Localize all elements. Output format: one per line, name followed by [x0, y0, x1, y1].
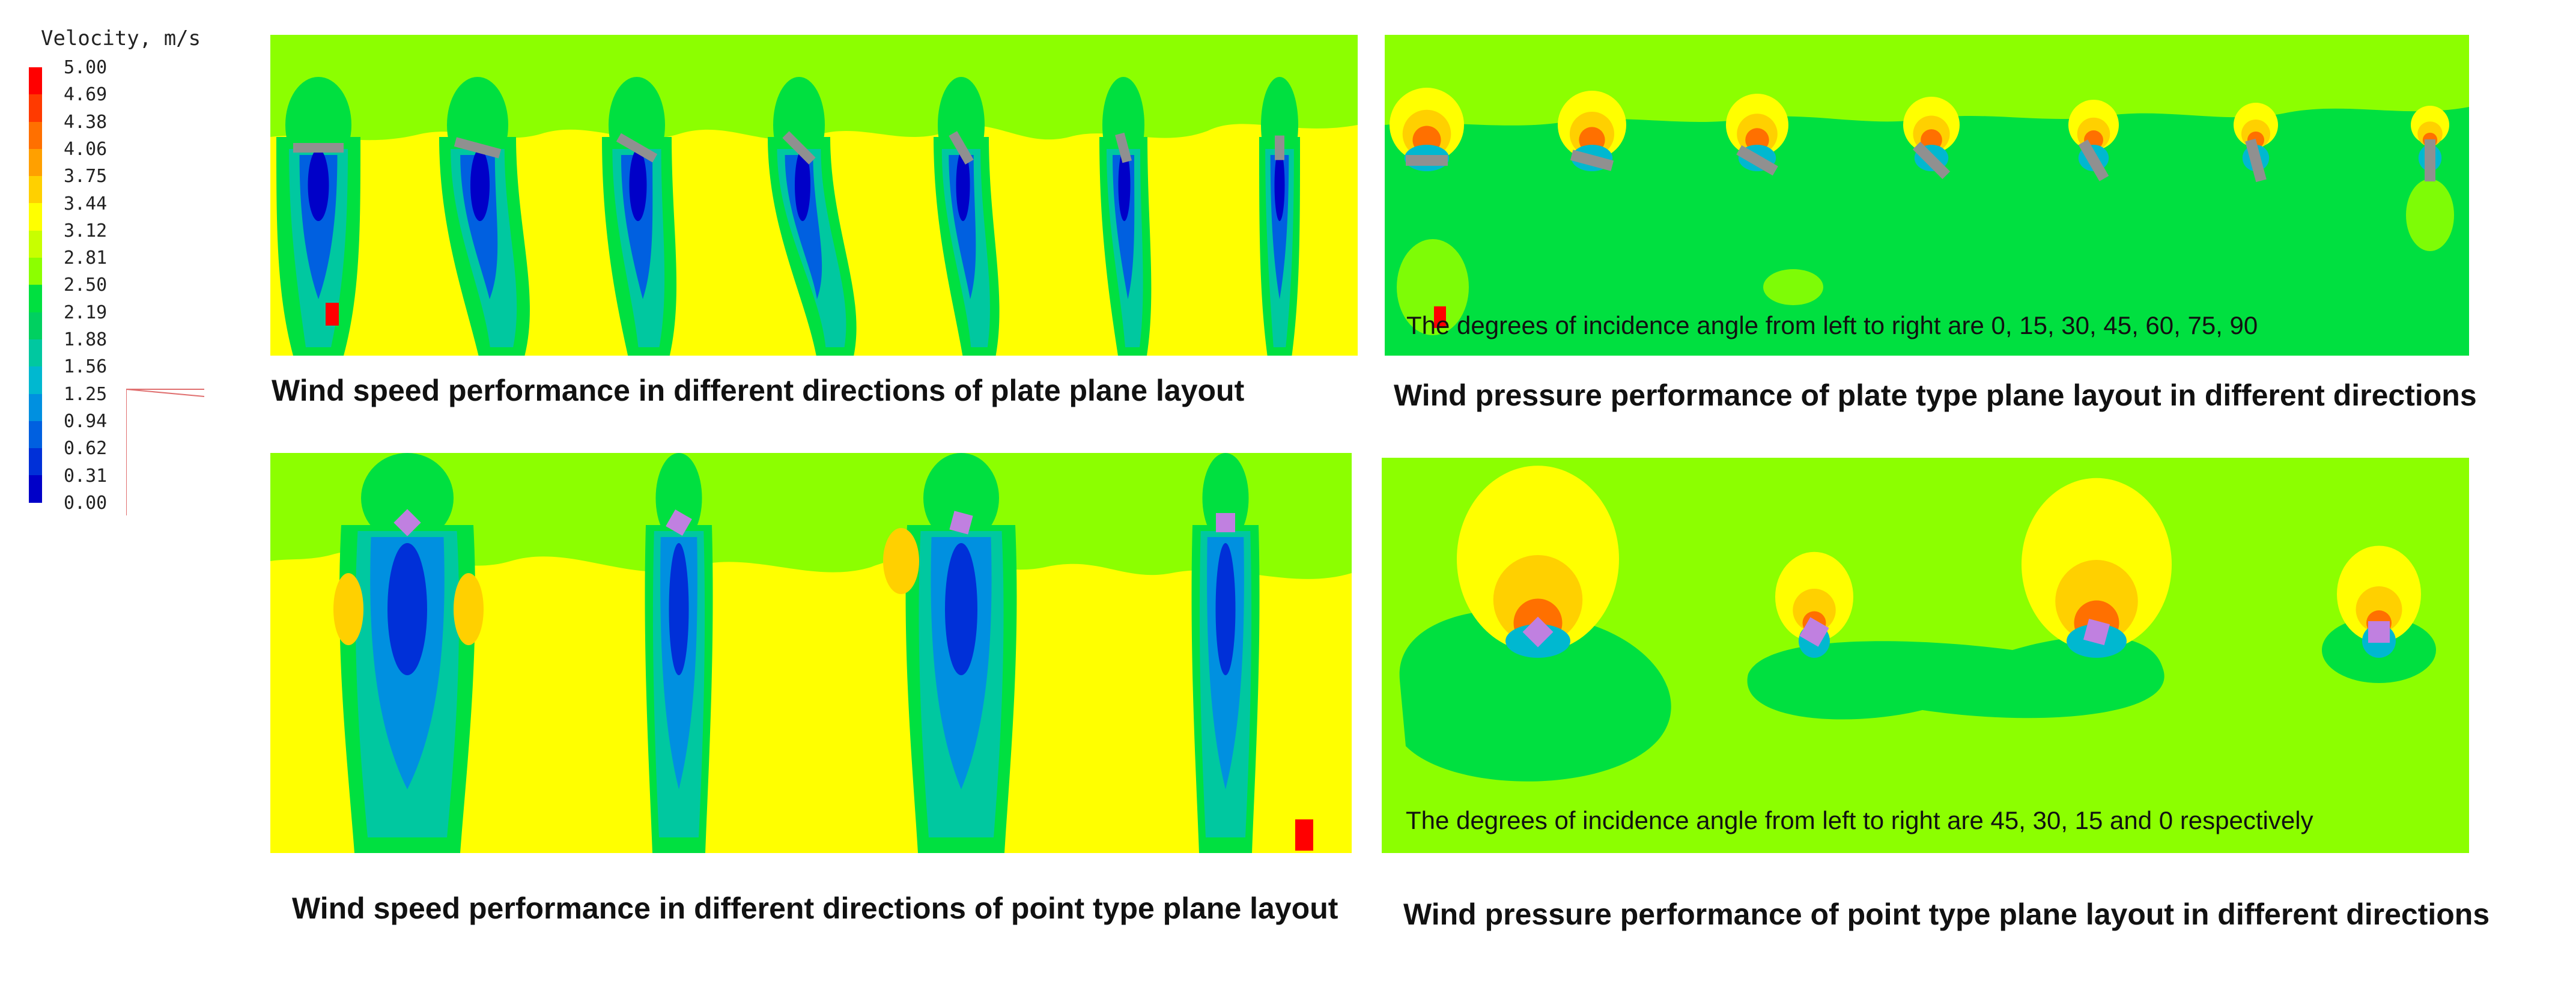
caption-plate-pressure: Wind pressure performance of plate type …: [1394, 378, 2477, 412]
plate-pressure-spot: [1390, 88, 1464, 171]
point-wake: [905, 453, 1017, 853]
plate-pressure-spot: [2411, 106, 2449, 181]
plate-pressure-spot: [1903, 97, 1960, 180]
plate-pressure-spot: [2068, 100, 2119, 181]
legend-tick-label: 0.94: [64, 410, 108, 432]
legend-tick-label: 0.62: [64, 438, 108, 460]
legend-tick-label: 1.88: [64, 329, 108, 350]
legend-tick-label: 4.69: [64, 84, 108, 106]
marker: [1434, 306, 1446, 328]
marker: [326, 303, 339, 326]
legend-swatch: [29, 67, 42, 95]
legend-swatch: [29, 176, 42, 204]
legend-tick-label: 0.00: [64, 492, 108, 514]
vortex: [333, 573, 363, 645]
point-wake: [645, 453, 713, 853]
legend-tick-label: 4.06: [64, 138, 108, 160]
vortex: [454, 573, 484, 645]
plate-pressure-spot: [1558, 91, 1626, 171]
legend-tick-label: 3.75: [64, 166, 108, 187]
legend-swatch: [29, 393, 42, 421]
point-wake: [339, 453, 475, 853]
legend-tick-label: 3.12: [64, 220, 108, 241]
plate-wake: [602, 77, 677, 356]
caption-point-pressure: Wind pressure performance of point type …: [1403, 897, 2490, 931]
legend-swatch: [29, 421, 42, 449]
pressure-zone: [1399, 610, 1671, 782]
legend-swatch: [29, 312, 42, 339]
legend-swatch: [29, 148, 42, 177]
legend-swatch: [29, 285, 42, 312]
caption-point-speed: Wind speed performance in different dire…: [292, 891, 1338, 925]
plate-pressure-note: The degrees of incidence angle from left…: [1406, 311, 2258, 339]
point-pressure-spot: [2022, 478, 2172, 658]
point-pressure-contour: The degrees of incidence angle from left…: [1382, 458, 2469, 853]
plate-wake: [934, 77, 1000, 356]
legend-pointer-lines: [126, 389, 205, 515]
legend-swatch: [29, 121, 42, 149]
legend-tick-label: 3.44: [64, 193, 108, 214]
vortex: [883, 528, 919, 594]
plate-wake: [1099, 77, 1152, 356]
legend-tick-label: 2.19: [64, 302, 108, 323]
legend-tick-label: 5.00: [64, 57, 108, 78]
legend-swatch: [29, 94, 42, 122]
point-pressure-spot: [1457, 466, 1619, 658]
plate-wake: [1259, 77, 1300, 356]
point-pressure-spot: [1775, 551, 1853, 658]
legend-color-bar: [29, 67, 42, 503]
point-wake: [1191, 453, 1260, 853]
legend-swatch: [29, 203, 42, 231]
legend-tick-label: 2.81: [64, 248, 108, 269]
plate-speed-contour: [270, 35, 1358, 356]
plate-wake: [439, 77, 530, 356]
plate-pressure-spot: [1726, 94, 1788, 176]
caption-plate-speed: Wind speed performance in different dire…: [272, 374, 1245, 407]
plate-pressure-contour: The degrees of incidence angle from left…: [1385, 35, 2469, 356]
legend-swatch: [29, 366, 42, 394]
point-speed-contour: [270, 453, 1352, 853]
legend-tick-label: 2.50: [64, 275, 108, 296]
legend-swatch: [29, 475, 42, 503]
legend-title: Velocity, m/s: [41, 26, 201, 50]
legend-swatch: [29, 258, 42, 285]
pressure-zone: [1747, 636, 2164, 720]
legend-tick-label: 1.56: [64, 356, 108, 378]
plate-wake: [276, 77, 360, 356]
plate-wake: [768, 77, 857, 356]
legend-tick-label: 0.31: [64, 465, 108, 487]
legend-swatch: [29, 448, 42, 476]
legend-swatch: [29, 230, 42, 258]
legend-tick-label: 1.25: [64, 383, 108, 405]
point-pressure-note: The degrees of incidence angle from left…: [1406, 806, 2313, 834]
legend-swatch: [29, 339, 42, 367]
legend-tick-label: 4.38: [64, 111, 108, 133]
point-pressure-spot: [2337, 545, 2421, 658]
plate-pressure-spot: [2234, 103, 2278, 183]
